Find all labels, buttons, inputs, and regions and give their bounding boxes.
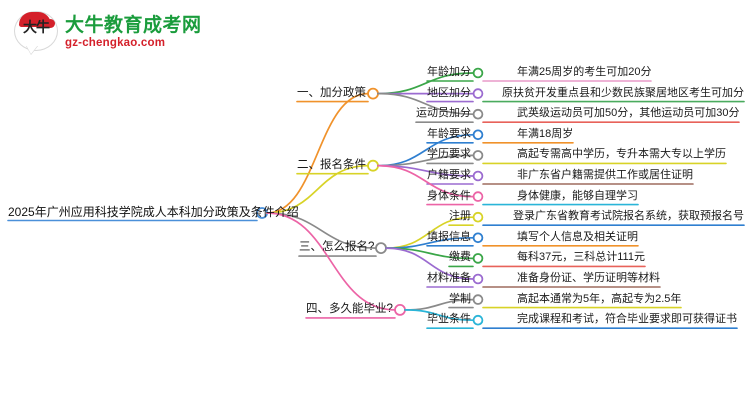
root-node-label: 2025年广州应用科技学院成人本科加分政策及条件介绍 xyxy=(8,205,299,219)
sub-node-label-2-2: 学历要求 xyxy=(427,148,471,161)
logo-mark-text: 大牛 xyxy=(23,19,50,35)
leaf-node-label-1-1: 年满25周岁的考生可加20分 xyxy=(517,66,652,78)
logo-bubble-tail-shape xyxy=(26,45,38,54)
sub-node-label-3-4: 材料准备 xyxy=(427,272,471,284)
sub-node-label-4-2: 毕业条件 xyxy=(427,313,471,326)
logo-subtitle: gz-chengkao.com xyxy=(65,36,166,49)
branch-node-label-3: 三、怎么报名? xyxy=(299,241,375,254)
sub-node-label-1-2: 地区加分 xyxy=(427,86,471,99)
sub-node-label-4-1: 学制 xyxy=(449,292,471,305)
logo-title: 大牛教育成考网 xyxy=(65,14,202,36)
branch-node-label-2: 二、报名条件 xyxy=(297,158,366,171)
leaf-node-label-3-4: 准备身份证、学历证明等材料 xyxy=(517,272,660,284)
branch-node-label-4: 四、多久能毕业? xyxy=(306,302,393,315)
leaf-node-label-2-4: 身体健康，能够自理学习 xyxy=(517,189,638,202)
logo-text-block: 大牛教育成考网 gz-chengkao.com xyxy=(65,15,202,50)
logo-icon: 大牛 xyxy=(14,10,58,54)
sub-node-label-2-4: 身体条件 xyxy=(427,189,471,202)
site-logo: 大牛 大牛教育成考网 gz-chengkao.com xyxy=(14,8,201,56)
sub-node-label-1-1: 年龄加分 xyxy=(427,66,471,78)
sub-node-label-3-2: 填报信息 xyxy=(427,230,471,243)
logo-swoosh-shape xyxy=(19,12,51,27)
sub-node-label-3-3: 缴费 xyxy=(449,251,471,264)
leaf-node-label-3-2: 填写个人信息及相关证明 xyxy=(517,230,638,243)
leaf-node-label-2-1: 年满18周岁 xyxy=(517,127,574,140)
leaf-node-label-3-3: 每科37元，三科总计111元 xyxy=(517,251,645,264)
leaf-node-label-2-3: 非广东省户籍需提供工作或居住证明 xyxy=(517,169,693,181)
sub-node-label-2-3: 户籍要求 xyxy=(427,169,471,181)
leaf-node-label-4-2: 完成课程和考试，符合毕业要求即可获得证书 xyxy=(517,313,737,326)
sub-node-label-3-1: 注册 xyxy=(449,210,471,223)
sub-node-label-1-3: 运动员加分 xyxy=(416,107,471,120)
sub-node-label-2-1: 年龄要求 xyxy=(427,127,471,140)
logo-dot-shape xyxy=(46,19,55,28)
leaf-node-label-3-1: 登录广东省教育考试院报名系统，获取预报名号 xyxy=(513,210,744,223)
leaf-node-label-4-1: 高起本通常为5年，高起专为2.5年 xyxy=(517,292,682,305)
leaf-node-label-1-2: 原扶贫开发重点县和少数民族聚居地区考生可加分 xyxy=(502,86,744,99)
branch-node-label-1: 一、加分政策 xyxy=(297,86,366,99)
leaf-node-label-2-2: 高起专需高中学历，专升本需大专以上学历 xyxy=(517,148,726,161)
leaf-node-label-1-3: 武英级运动员可加50分，其他运动员可加30分 xyxy=(517,107,740,120)
